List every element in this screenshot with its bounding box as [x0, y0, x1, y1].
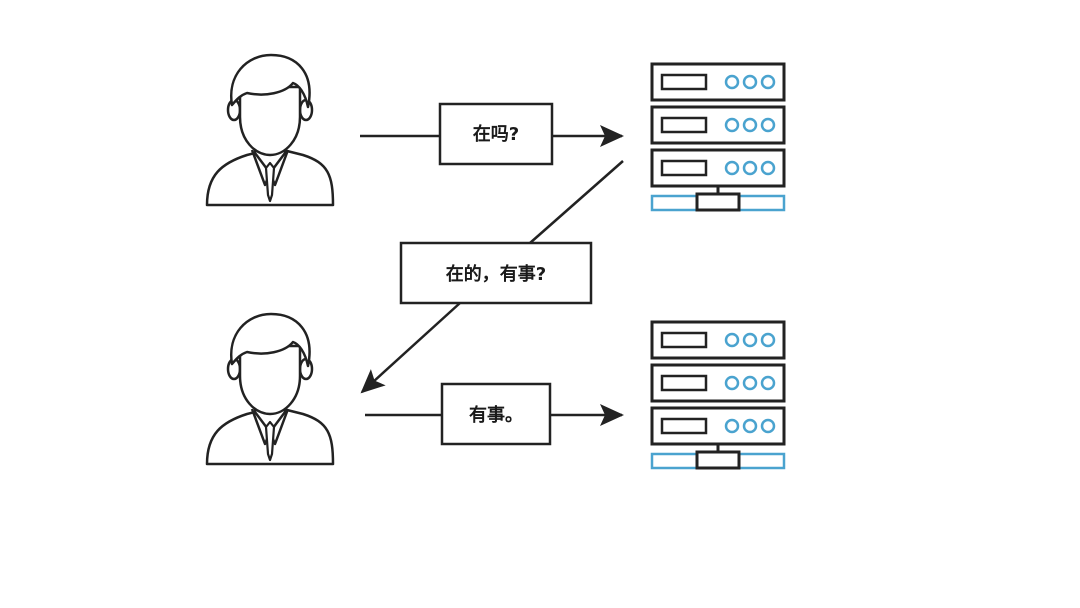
- message-label-request-2: 有事。: [469, 404, 523, 426]
- request-arrow-2: 有事。: [365, 382, 624, 446]
- message-label-response: 在的，有事?: [446, 263, 546, 285]
- message-label-request-1: 在吗?: [473, 123, 519, 145]
- server-rack-icon: [650, 320, 786, 470]
- response-arrow: 在的，有事?: [360, 160, 624, 394]
- user-icon: [205, 53, 335, 207]
- client-bottom: [205, 312, 335, 466]
- server-bottom: [650, 320, 786, 470]
- server-rack-icon: [650, 62, 786, 212]
- server-top: [650, 62, 786, 212]
- client-top: [205, 53, 335, 207]
- request-arrow-1: 在吗?: [360, 102, 624, 166]
- user-icon: [205, 312, 335, 466]
